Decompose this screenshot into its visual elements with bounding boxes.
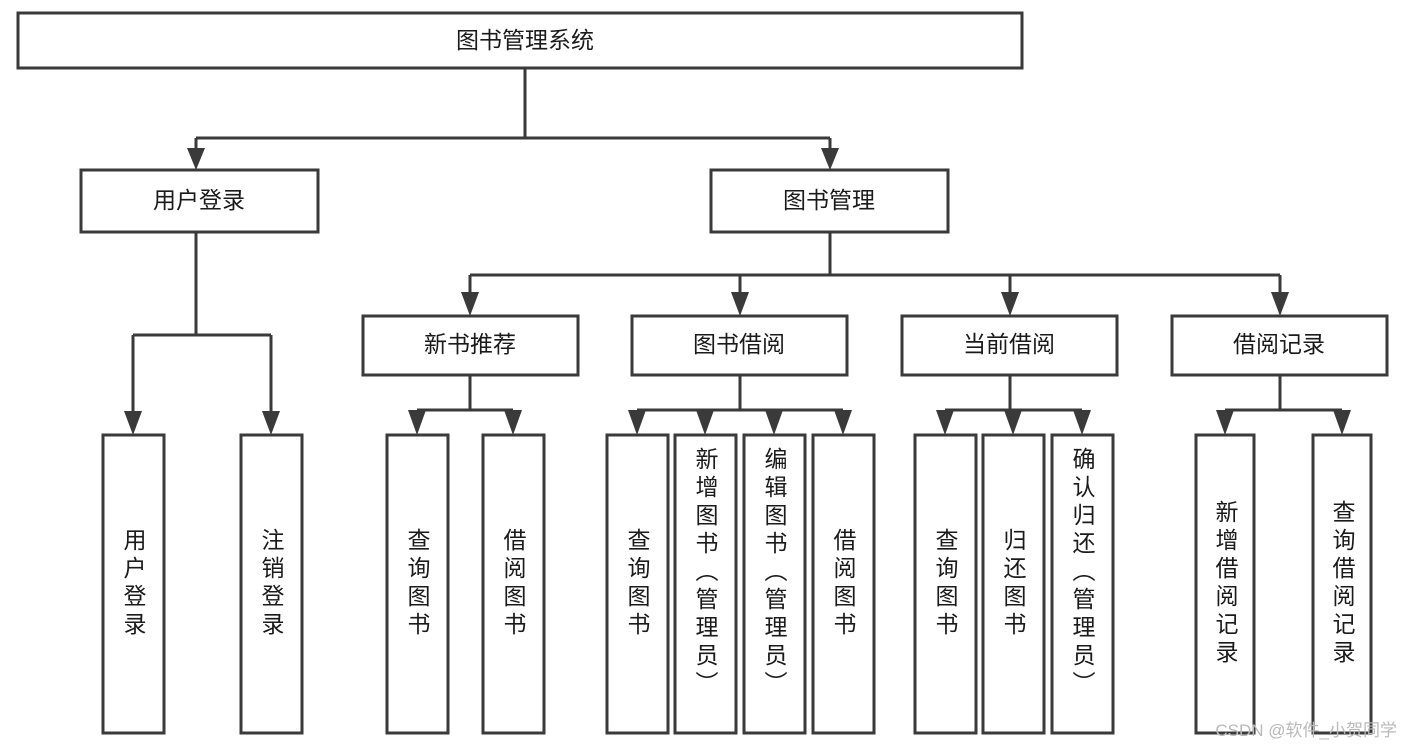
- leaf-query-book-1[interactable]: 查询图书: [385, 433, 450, 735]
- connectors-book-borrow-to-leaves: [628, 375, 852, 435]
- leaf-confirm-return[interactable]: 确认归还（管理员）: [1050, 433, 1115, 735]
- leaf-query-book-3-label: 查询图书: [932, 528, 959, 640]
- arrow-head-user-login: [187, 148, 205, 170]
- leaf-confirm-return-box[interactable]: [1050, 433, 1115, 735]
- arrow-head-leaf-user-login: [124, 411, 142, 435]
- arrow-head-leaf-logout-login: [262, 411, 280, 435]
- arrow-head-leaf-add-record: [1216, 410, 1234, 435]
- leaf-add-record-label: 新增借阅记录: [1212, 500, 1239, 668]
- arrow-head-leaf-query-book-3: [936, 410, 954, 435]
- connectors-borrow-record-to-leaves: [1216, 375, 1351, 435]
- arrow-head-leaf-query-book-1: [408, 410, 426, 435]
- arrow-head-new-book-recommend: [461, 292, 479, 316]
- leaf-query-book-1-box[interactable]: [385, 433, 450, 735]
- leaf-return-book[interactable]: 归还图书: [981, 433, 1046, 735]
- node-new-book-recommend-box[interactable]: [361, 314, 580, 377]
- arrow-head-leaf-confirm-return: [1073, 410, 1091, 435]
- leaf-edit-book[interactable]: 编辑图书（管理员）: [742, 433, 807, 735]
- leaf-user-login-label: 用户登录: [120, 528, 147, 640]
- leaf-add-book-label: 新增图书（管理员）: [692, 447, 719, 699]
- leaf-borrow-book-1-label: 借阅图书: [500, 528, 527, 640]
- node-borrow-record-box[interactable]: [1170, 314, 1389, 377]
- arrow-head-current-borrow: [1001, 292, 1019, 316]
- node-current-borrow-label: 当前借阅: [963, 331, 1055, 357]
- arrow-head-leaf-add-book: [696, 410, 714, 435]
- arrow-head-borrow-record: [1271, 292, 1289, 316]
- node-new-book-recommend[interactable]: 新书推荐: [361, 314, 580, 377]
- leaf-add-book[interactable]: 新增图书（管理员）: [673, 433, 738, 735]
- connectors-current-borrow-to-leaves: [936, 375, 1091, 435]
- leaf-query-record-box[interactable]: [1311, 433, 1373, 735]
- arrow-head-leaf-query-record: [1333, 410, 1351, 435]
- node-borrow-record[interactable]: 借阅记录: [1170, 314, 1389, 377]
- leaf-add-record[interactable]: 新增借阅记录: [1194, 433, 1256, 735]
- node-borrow-record-label: 借阅记录: [1233, 331, 1325, 357]
- leaf-edit-book-label: 编辑图书（管理员）: [761, 447, 788, 699]
- node-current-borrow-box[interactable]: [900, 314, 1119, 377]
- node-root-label: 图书管理系统: [456, 27, 594, 53]
- arrow-head-leaf-borrow-book-2: [834, 410, 852, 435]
- node-book-borrow-label: 图书借阅: [693, 331, 785, 357]
- node-book-manage-label: 图书管理: [783, 187, 875, 213]
- leaf-borrow-book-2-label: 借阅图书: [830, 528, 857, 640]
- leaf-borrow-book-2[interactable]: 借阅图书: [811, 433, 876, 735]
- arrow-head-leaf-edit-book: [765, 410, 783, 435]
- leaf-confirm-return-label: 确认归还（管理员）: [1069, 447, 1096, 699]
- arrow-head-book-borrow: [731, 292, 749, 316]
- leaf-query-book-2[interactable]: 查询图书: [605, 433, 670, 735]
- leaf-add-book-box[interactable]: [673, 433, 738, 735]
- node-current-borrow[interactable]: 当前借阅: [900, 314, 1119, 377]
- node-book-manage[interactable]: 图书管理: [709, 168, 950, 234]
- leaf-edit-book-box[interactable]: [742, 433, 807, 735]
- leaf-logout-login-label: 注销登录: [258, 528, 285, 640]
- arrow-head-book-manage: [821, 148, 839, 170]
- leaf-query-book-3[interactable]: 查询图书: [913, 433, 978, 735]
- leaf-user-login[interactable]: 用户登录: [101, 433, 166, 735]
- leaf-return-book-box[interactable]: [981, 433, 1046, 735]
- leaf-logout-login-box[interactable]: [239, 433, 304, 735]
- leaf-add-record-box[interactable]: [1194, 433, 1256, 735]
- node-book-borrow[interactable]: 图书借阅: [630, 314, 849, 377]
- leaf-return-book-label: 归还图书: [1000, 528, 1027, 640]
- node-user-login-label: 用户登录: [153, 187, 245, 213]
- node-user-login-box[interactable]: [79, 168, 320, 234]
- arrow-head-leaf-return-book: [1004, 410, 1022, 435]
- node-user-login[interactable]: 用户登录: [79, 168, 320, 234]
- leaf-borrow-book-2-box[interactable]: [811, 433, 876, 735]
- leaf-query-record[interactable]: 查询借阅记录: [1311, 433, 1373, 735]
- leaf-borrow-book-1-box[interactable]: [481, 433, 546, 735]
- arrow-head-leaf-query-book-2: [628, 410, 646, 435]
- leaf-query-book-3-box[interactable]: [913, 433, 978, 735]
- leaf-borrow-book-1[interactable]: 借阅图书: [481, 433, 546, 735]
- connectors-root-to-level2: [187, 68, 839, 170]
- connectors-user-login-to-leaves: [124, 232, 280, 435]
- node-root[interactable]: 图书管理系统: [16, 11, 1024, 70]
- leaf-query-book-2-label: 查询图书: [624, 528, 651, 640]
- connectors-book-manage-to-level3: [461, 232, 1289, 316]
- arrow-head-leaf-borrow-book-1: [504, 410, 522, 435]
- leaf-logout-login[interactable]: 注销登录: [239, 433, 304, 735]
- node-root-box[interactable]: [16, 11, 1024, 70]
- node-book-borrow-box[interactable]: [630, 314, 849, 377]
- leaf-query-book-2-box[interactable]: [605, 433, 670, 735]
- node-new-book-recommend-label: 新书推荐: [424, 331, 516, 357]
- leaf-query-record-label: 查询借阅记录: [1329, 500, 1356, 668]
- connectors-new-book-recommend-to-leaves: [408, 375, 522, 435]
- leaf-user-login-box[interactable]: [101, 433, 166, 735]
- leaf-query-book-1-label: 查询图书: [404, 528, 431, 640]
- node-book-manage-box[interactable]: [709, 168, 950, 234]
